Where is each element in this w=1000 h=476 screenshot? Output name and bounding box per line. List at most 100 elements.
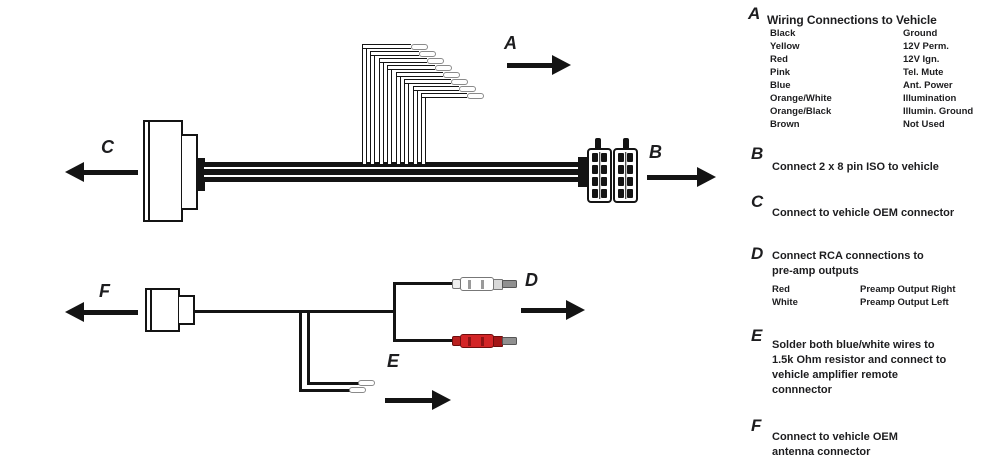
diagram-label-e: E — [387, 351, 400, 371]
wire-terminal — [467, 93, 484, 99]
arrow-d — [521, 300, 585, 320]
legend-text-f: Connect to vehicle OEM antenna connector — [772, 430, 992, 460]
main-harness-cable — [204, 162, 582, 182]
legend-text-f-line: antenna connector — [772, 446, 871, 458]
vehicle-wire — [370, 51, 419, 56]
legend-letter-c: C — [751, 192, 764, 211]
vehicle-wire — [362, 44, 411, 49]
wire-terminal — [443, 72, 460, 78]
legend-text-c: Connect to vehicle OEM connector — [772, 207, 955, 219]
wire-terminal — [411, 44, 428, 50]
diagram-label-b: B — [649, 142, 662, 162]
wire-function: 12V Ign. — [903, 54, 940, 65]
iso-block-1 — [587, 148, 612, 203]
wire-color: Pink — [770, 67, 791, 78]
vehicle-wire — [421, 97, 426, 164]
vehicle-wire — [370, 55, 375, 164]
vehicle-wire — [404, 79, 451, 84]
remote-wire-right-run — [307, 382, 361, 385]
legend-text-d-line: pre-amp outputs — [772, 265, 859, 277]
wire-terminal — [435, 65, 452, 71]
rca-plug-white — [452, 277, 518, 292]
vehicle-wire — [396, 76, 401, 164]
wire-row: Orange/Black Illumin. Ground — [770, 106, 985, 119]
arrow-f — [65, 302, 138, 322]
wire-function: Illumin. Ground — [903, 106, 974, 117]
rca-color: Red — [772, 284, 790, 295]
rca-row: Red Preamp Output Right — [772, 284, 982, 297]
vehicle-wire — [413, 86, 459, 91]
diagram-label-c: C — [101, 137, 114, 157]
arrow-b — [647, 167, 716, 187]
antenna-lead-wire — [194, 310, 395, 313]
rca-function: Preamp Output Right — [860, 284, 956, 295]
legend-title-a: Wiring Connections to Vehicle — [767, 13, 937, 27]
rca-plug-red — [452, 334, 518, 349]
oem-connector-wall — [148, 122, 150, 220]
legend-letter-f: F — [751, 416, 762, 435]
diagram-label-d: D — [525, 270, 538, 290]
legend-text-e-line: connnector — [772, 384, 832, 396]
legend-text-e-line: Solder both blue/white wires to — [772, 339, 935, 351]
antenna-connector-wall — [150, 290, 152, 330]
iso-pins — [592, 153, 607, 198]
remote-terminal — [358, 380, 375, 386]
antenna-connector-step — [179, 295, 195, 325]
vehicle-wire — [421, 93, 467, 98]
iso-tab — [623, 138, 629, 150]
wire-color: Yellow — [770, 41, 800, 52]
rca-branch-top — [393, 282, 455, 285]
remote-wire-left-run — [299, 389, 351, 392]
arrow-a — [507, 55, 571, 75]
wire-row: Orange/White Illumination — [770, 93, 985, 106]
legend-wire-list-a: Black Ground Yellow 12V Perm. Red 12V Ig… — [770, 28, 985, 132]
wire-color: Black — [770, 28, 796, 39]
rca-branch-bottom — [393, 339, 455, 342]
remote-wire-right — [307, 312, 310, 385]
legend-text-d-line: Connect RCA connections to — [772, 250, 924, 262]
wire-terminal — [459, 86, 476, 92]
oem-connector-body — [143, 120, 183, 222]
wire-function: Tel. Mute — [903, 67, 944, 78]
legend-rca-list-d: Red Preamp Output Right White Preamp Out… — [772, 284, 982, 309]
legend-letter-b: B — [751, 144, 764, 163]
vehicle-wire — [396, 72, 443, 77]
iso-pins — [618, 153, 633, 198]
vehicle-wire — [413, 90, 418, 164]
legend-text-b: Connect 2 x 8 pin ISO to vehicle — [772, 161, 939, 173]
wire-row: Red 12V Ign. — [770, 54, 985, 67]
vehicle-wire — [387, 65, 435, 70]
wire-row: Pink Tel. Mute — [770, 67, 985, 80]
legend-letter-e: E — [751, 326, 763, 345]
rca-color: White — [772, 296, 798, 308]
wire-color: Red — [770, 54, 788, 65]
legend-text-e-line: 1.5k Ohm resistor and connect to — [772, 354, 947, 366]
iso-centerline — [624, 152, 627, 199]
wire-color: Orange/Black — [770, 106, 832, 117]
vehicle-wire — [379, 62, 384, 164]
legend-text-f-line: Connect to vehicle OEM — [772, 431, 898, 443]
wire-row: Brown Not Used — [770, 119, 985, 132]
wire-terminal — [427, 58, 444, 64]
rca-row: White Preamp Output Left — [772, 297, 982, 310]
rca-function: Preamp Output Left — [860, 296, 949, 308]
oem-connector-step — [182, 134, 198, 210]
wire-function: Illumination — [903, 93, 957, 104]
legend-text-e-line: vehicle amplifier remote — [772, 369, 898, 381]
legend-letter-a: A — [748, 4, 761, 23]
wire-terminal — [419, 51, 436, 57]
legend-text-d: Connect RCA connections to pre-amp outpu… — [772, 249, 992, 279]
rca-junction — [393, 282, 396, 342]
diagram-label-f: F — [99, 281, 110, 301]
vehicle-wire — [387, 69, 392, 164]
wire-color: Brown — [770, 119, 800, 130]
wire-row: Black Ground — [770, 28, 985, 41]
legend-text-e: Solder both blue/white wires to 1.5k Ohm… — [772, 338, 992, 398]
wire-function: Not Used — [903, 119, 945, 130]
remote-wire-left — [299, 312, 302, 392]
wire-function: Ant. Power — [903, 80, 953, 91]
legend-letter-d: D — [751, 244, 764, 263]
oem-connector-boot — [197, 158, 205, 191]
wire-terminal — [451, 79, 468, 85]
